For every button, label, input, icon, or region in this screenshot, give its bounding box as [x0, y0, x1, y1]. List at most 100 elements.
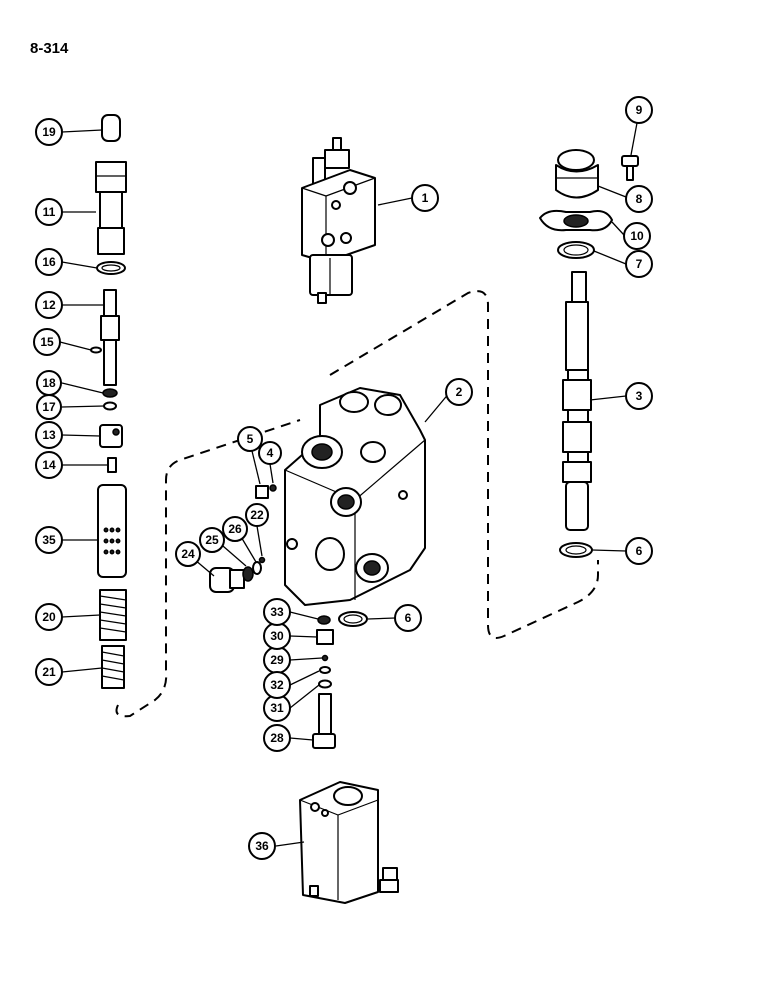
callout-9: 9	[625, 96, 653, 124]
spring-part-21	[101, 645, 125, 689]
svg-text:31: 31	[270, 701, 284, 715]
svg-text:4: 4	[267, 446, 274, 460]
callout-17: 17	[36, 394, 62, 420]
ball-part-22	[258, 556, 266, 564]
o-ring-part-25	[242, 566, 254, 582]
callout-35: 35	[35, 526, 63, 554]
washer-part-31	[318, 679, 332, 689]
callout-22: 22	[245, 503, 269, 527]
callout-2: 2	[445, 378, 473, 406]
callout-28: 28	[263, 724, 291, 752]
callout-16: 16	[35, 248, 63, 276]
svg-text:29: 29	[270, 653, 284, 667]
callout-5: 5	[237, 426, 263, 452]
svg-text:9: 9	[636, 103, 643, 117]
stem-part-12	[100, 289, 120, 386]
svg-text:7: 7	[636, 257, 643, 271]
valve-body-part-2	[284, 387, 426, 606]
callout-15: 15	[33, 328, 61, 356]
svg-text:18: 18	[42, 376, 56, 390]
ball-part-4	[269, 484, 277, 492]
plug-part-24	[209, 567, 245, 593]
page-number: 8-314	[30, 40, 69, 57]
spool-part-3	[562, 271, 592, 531]
svg-text:30: 30	[270, 629, 284, 643]
callout-30: 30	[263, 622, 291, 650]
svg-text:6: 6	[405, 611, 412, 625]
svg-text:35: 35	[42, 533, 56, 547]
svg-text:20: 20	[42, 610, 56, 624]
callout-14: 14	[35, 451, 63, 479]
svg-text:21: 21	[42, 665, 56, 679]
svg-text:26: 26	[228, 522, 242, 536]
callout-19: 19	[35, 118, 63, 146]
svg-text:24: 24	[181, 547, 195, 561]
callout-20: 20	[35, 603, 63, 631]
callout-7: 7	[625, 250, 653, 278]
svg-text:3: 3	[636, 389, 643, 403]
svg-text:25: 25	[205, 533, 219, 547]
callout-4: 4	[258, 441, 282, 465]
callout-12: 12	[35, 291, 63, 319]
retainer-plate-part-10	[539, 209, 613, 232]
callout-24: 24	[175, 541, 201, 567]
svg-text:2: 2	[456, 385, 463, 399]
svg-text:28: 28	[270, 731, 284, 745]
svg-text:14: 14	[42, 458, 56, 472]
svg-text:22: 22	[250, 508, 264, 522]
spring-part-30	[316, 629, 334, 645]
callout-26: 26	[222, 516, 248, 542]
callout-13: 13	[35, 421, 63, 449]
callout-36: 36	[248, 832, 276, 860]
svg-text:17: 17	[42, 400, 56, 414]
svg-text:13: 13	[42, 428, 56, 442]
end-cover-part-36	[299, 781, 399, 904]
end-cap-part-8	[555, 149, 599, 199]
callout-1: 1	[411, 184, 439, 212]
svg-text:11: 11	[43, 205, 56, 219]
o-ring-part-16	[96, 261, 126, 275]
cap-part-19	[101, 114, 121, 142]
spring-part-5	[255, 485, 269, 499]
valve-assembly-part-1	[301, 137, 376, 304]
seat-part-33	[317, 615, 331, 625]
screw-part-14	[107, 457, 117, 473]
svg-text:10: 10	[630, 229, 644, 243]
svg-text:15: 15	[40, 335, 54, 349]
callout-6-right: 6	[625, 537, 653, 565]
callout-25: 25	[199, 527, 225, 553]
pin-part-15	[90, 346, 102, 354]
washer-part-26	[252, 561, 262, 575]
sleeve-part-35	[97, 484, 127, 578]
seal-ring-part-7	[557, 241, 595, 259]
svg-text:12: 12	[42, 298, 56, 312]
svg-text:36: 36	[255, 839, 269, 853]
svg-text:33: 33	[270, 605, 284, 619]
dashed-group-outline-right	[329, 290, 599, 639]
spring-part-20	[99, 589, 127, 641]
washer-part-17	[103, 401, 117, 411]
callout-10: 10	[623, 222, 651, 250]
svg-text:32: 32	[270, 678, 284, 692]
svg-text:5: 5	[247, 432, 254, 446]
collar-part-13	[99, 424, 123, 448]
callout-32: 32	[263, 671, 291, 699]
o-ring-part-6-center	[338, 611, 368, 627]
svg-text:16: 16	[42, 255, 56, 269]
callout-11: 11	[35, 198, 63, 226]
svg-text:6: 6	[636, 544, 643, 558]
spool-cap-bolt-part-9	[621, 155, 639, 181]
check-plug-part-28	[312, 693, 336, 749]
ball-part-29	[321, 654, 329, 662]
housing-part-11	[95, 161, 127, 255]
svg-text:8: 8	[636, 192, 643, 206]
callout-6-center: 6	[394, 604, 422, 632]
callout-21: 21	[35, 658, 63, 686]
callout-29: 29	[263, 646, 291, 674]
callout-8: 8	[625, 185, 653, 213]
o-ring-part-6-right	[559, 542, 593, 558]
o-ring-part-32	[319, 666, 331, 674]
callout-18: 18	[36, 370, 62, 396]
svg-text:1: 1	[422, 191, 429, 205]
